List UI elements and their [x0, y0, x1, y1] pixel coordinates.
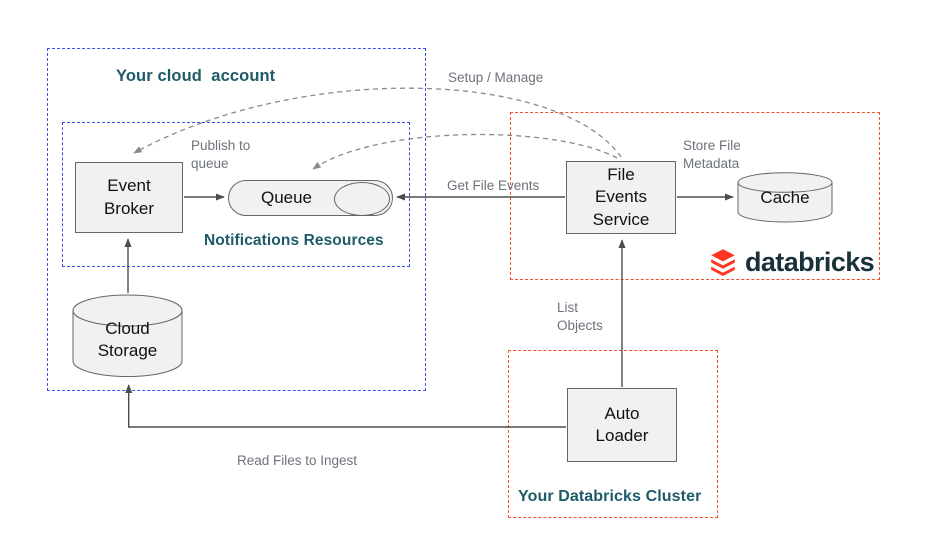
store-file-metadata-label: Store File Metadata [683, 138, 741, 172]
event-broker-node: Event Broker [75, 162, 183, 233]
file-events-service-node: File Events Service [566, 161, 676, 234]
get-file-events-label: Get File Events [447, 178, 540, 193]
read-files-to-ingest-label: Read Files to Ingest [237, 453, 358, 468]
cache-label: Cache [760, 188, 810, 207]
list-objects-label: List Objects [557, 300, 603, 334]
cloud-storage-node: Cloud Storage [72, 294, 183, 378]
queue-end-ellipse [334, 182, 390, 216]
setup-manage-label: Setup / Manage [448, 70, 544, 85]
queue-node: Queue [228, 180, 393, 216]
publish-to-queue-label: Publish to queue [191, 138, 251, 172]
zone-databricks-cluster [508, 350, 718, 518]
cylinder-shape [72, 294, 183, 377]
notifications-resources-label: Notifications Resources [204, 232, 384, 249]
databricks-cluster-label: Your Databricks Cluster [518, 488, 702, 505]
cloud-account-label: Your cloud account [116, 67, 276, 85]
zone-databricks-service [510, 112, 880, 280]
cloud-storage-label: Cloud Storage [97, 319, 158, 361]
cache-node: Cache [737, 172, 833, 223]
databricks-logo: databricks [708, 246, 875, 277]
databricks-wordmark: databricks [745, 246, 875, 277]
queue-label: Queue [260, 187, 313, 207]
cylinder-shape [737, 172, 833, 223]
auto-loader-node: Auto Loader [567, 388, 677, 462]
databricks-icon [711, 249, 735, 276]
arrow-autoloader-to-storage [125, 384, 566, 428]
